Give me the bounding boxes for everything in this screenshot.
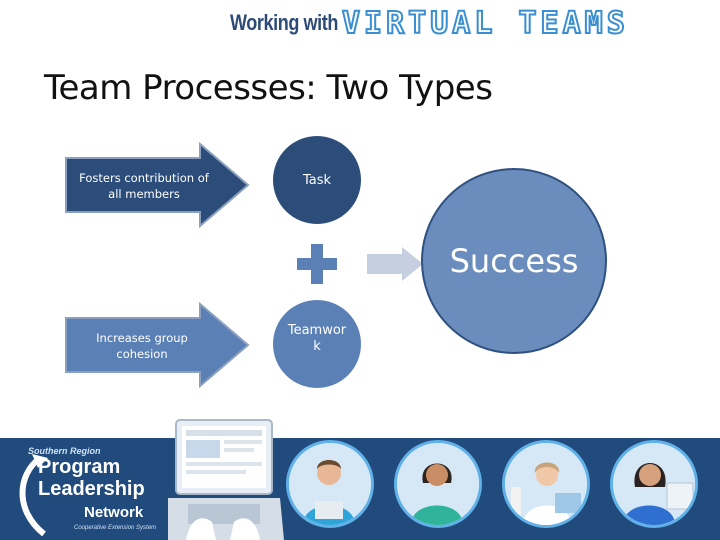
success-label: Success	[449, 242, 579, 280]
laptop-illustration	[168, 419, 284, 540]
slide-title: Team Processes: Two Types	[44, 68, 493, 108]
plus-icon	[297, 244, 337, 284]
arrow-cohesion-label: Increases group cohesion	[96, 331, 188, 361]
avatar-woman-office	[502, 440, 590, 528]
success-circle: Success	[421, 168, 607, 354]
header-brand: Working with VIRTUAL TEAMS	[230, 5, 629, 42]
person-icon	[505, 443, 587, 525]
logo-line-2: Program	[38, 456, 121, 478]
arrow-right-icon	[367, 247, 423, 281]
logo-line-4: Network	[84, 504, 144, 521]
logo-line-1: Southern Region	[28, 446, 101, 456]
logo-line-5: Cooperative Extension System	[74, 525, 157, 531]
teamwork-circle: Teamwork	[273, 300, 361, 388]
brand-big-text: VIRTUAL TEAMS	[341, 5, 629, 42]
person-icon	[289, 443, 371, 525]
logo-swoosh-icon	[19, 454, 48, 537]
arrow-cohesion	[65, 302, 250, 388]
avatar-woman-computer	[610, 440, 698, 528]
arrow-contribution	[65, 142, 250, 228]
person-icon	[613, 443, 695, 525]
avatar-man-laptop	[286, 440, 374, 528]
task-circle: Task	[273, 136, 361, 224]
logo-line-3: Leadership	[38, 478, 145, 500]
avatar-woman-headset	[394, 440, 482, 528]
arrow-contribution-label: Fosters contribution of all members	[79, 171, 209, 201]
footer-logo: Southern Region Program Leadership Netwo…	[10, 446, 170, 538]
teamwork-label: Teamwork	[287, 323, 347, 354]
task-label: Task	[302, 172, 332, 188]
person-icon	[397, 443, 479, 525]
brand-small-text: Working with	[230, 10, 338, 35]
